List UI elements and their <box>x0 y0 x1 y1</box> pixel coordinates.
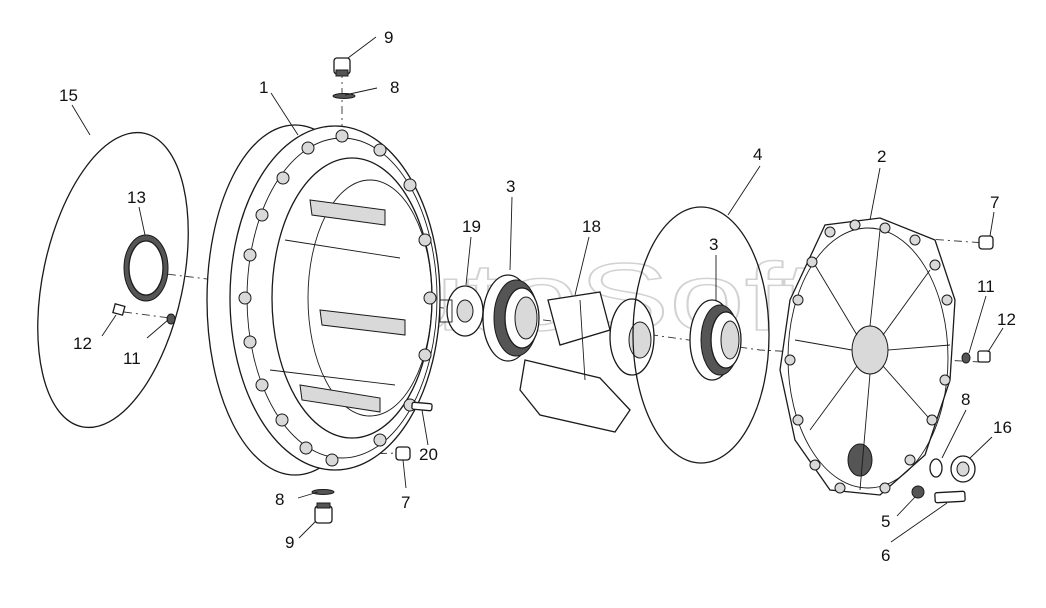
aux-axis-right <box>899 236 986 244</box>
cover-2 <box>779 217 956 496</box>
oring-8-bottom <box>311 489 335 495</box>
callout-8-right: 8 <box>961 390 970 409</box>
seal-13 <box>123 234 169 302</box>
callout-15: 15 <box>59 86 78 105</box>
bolt-6 <box>934 490 966 504</box>
callout-11-left: 11 <box>123 349 141 368</box>
housing-bolt-holes <box>238 129 437 467</box>
aux-axis-screw <box>123 311 171 319</box>
callout-20: 20 <box>419 445 438 464</box>
bearing-3-right <box>689 299 742 381</box>
flange-19 <box>439 285 484 337</box>
plug-9-bottom <box>314 502 333 524</box>
cover-bolt-holes <box>784 219 953 494</box>
pin-20 <box>411 401 433 412</box>
callout-3-left: 3 <box>506 177 515 196</box>
screw-12-right <box>977 350 991 363</box>
callout-12-right: 12 <box>997 310 1016 329</box>
callout-18: 18 <box>582 217 601 236</box>
callout-5: 5 <box>881 512 890 531</box>
callout-13: 13 <box>127 188 146 207</box>
callout-9-bottom: 9 <box>285 533 294 552</box>
rotor-18 <box>519 291 655 433</box>
washer-11-left <box>166 313 176 325</box>
plug-16 <box>950 455 976 483</box>
callout-labels: 1 2 3 3 4 5 6 7 7 8 8 8 9 9 11 11 12 12 … <box>59 28 1016 565</box>
callout-16: 16 <box>993 418 1012 437</box>
callout-7-right: 7 <box>990 193 999 212</box>
bearing-3-left <box>482 274 540 362</box>
gasket-ring-15 <box>37 131 189 429</box>
callout-8-top: 8 <box>390 78 399 97</box>
washer-11-right <box>961 352 971 364</box>
callout-11-right: 11 <box>977 277 995 296</box>
washer-5 <box>911 485 925 499</box>
callout-8-bottom: 8 <box>275 490 284 509</box>
callout-12-left: 12 <box>73 334 92 353</box>
dowel-7-bottom <box>395 446 411 461</box>
callout-19: 19 <box>462 217 481 236</box>
callout-7-bottom: 7 <box>401 493 410 512</box>
housing-1 <box>206 124 441 476</box>
callout-4: 4 <box>753 145 762 164</box>
screw-12-left <box>112 303 126 316</box>
oring-8-right <box>929 458 943 478</box>
gasket-ring-4 <box>632 206 770 464</box>
callout-6: 6 <box>881 546 890 565</box>
callout-2: 2 <box>877 147 886 166</box>
callout-1: 1 <box>259 78 268 97</box>
dowel-7-right <box>978 235 994 250</box>
plug-9-top <box>333 57 351 77</box>
callout-3-right: 3 <box>709 235 718 254</box>
oring-8-top <box>332 93 356 99</box>
callout-9-top: 9 <box>384 28 393 47</box>
leader-lines <box>71 36 1004 543</box>
